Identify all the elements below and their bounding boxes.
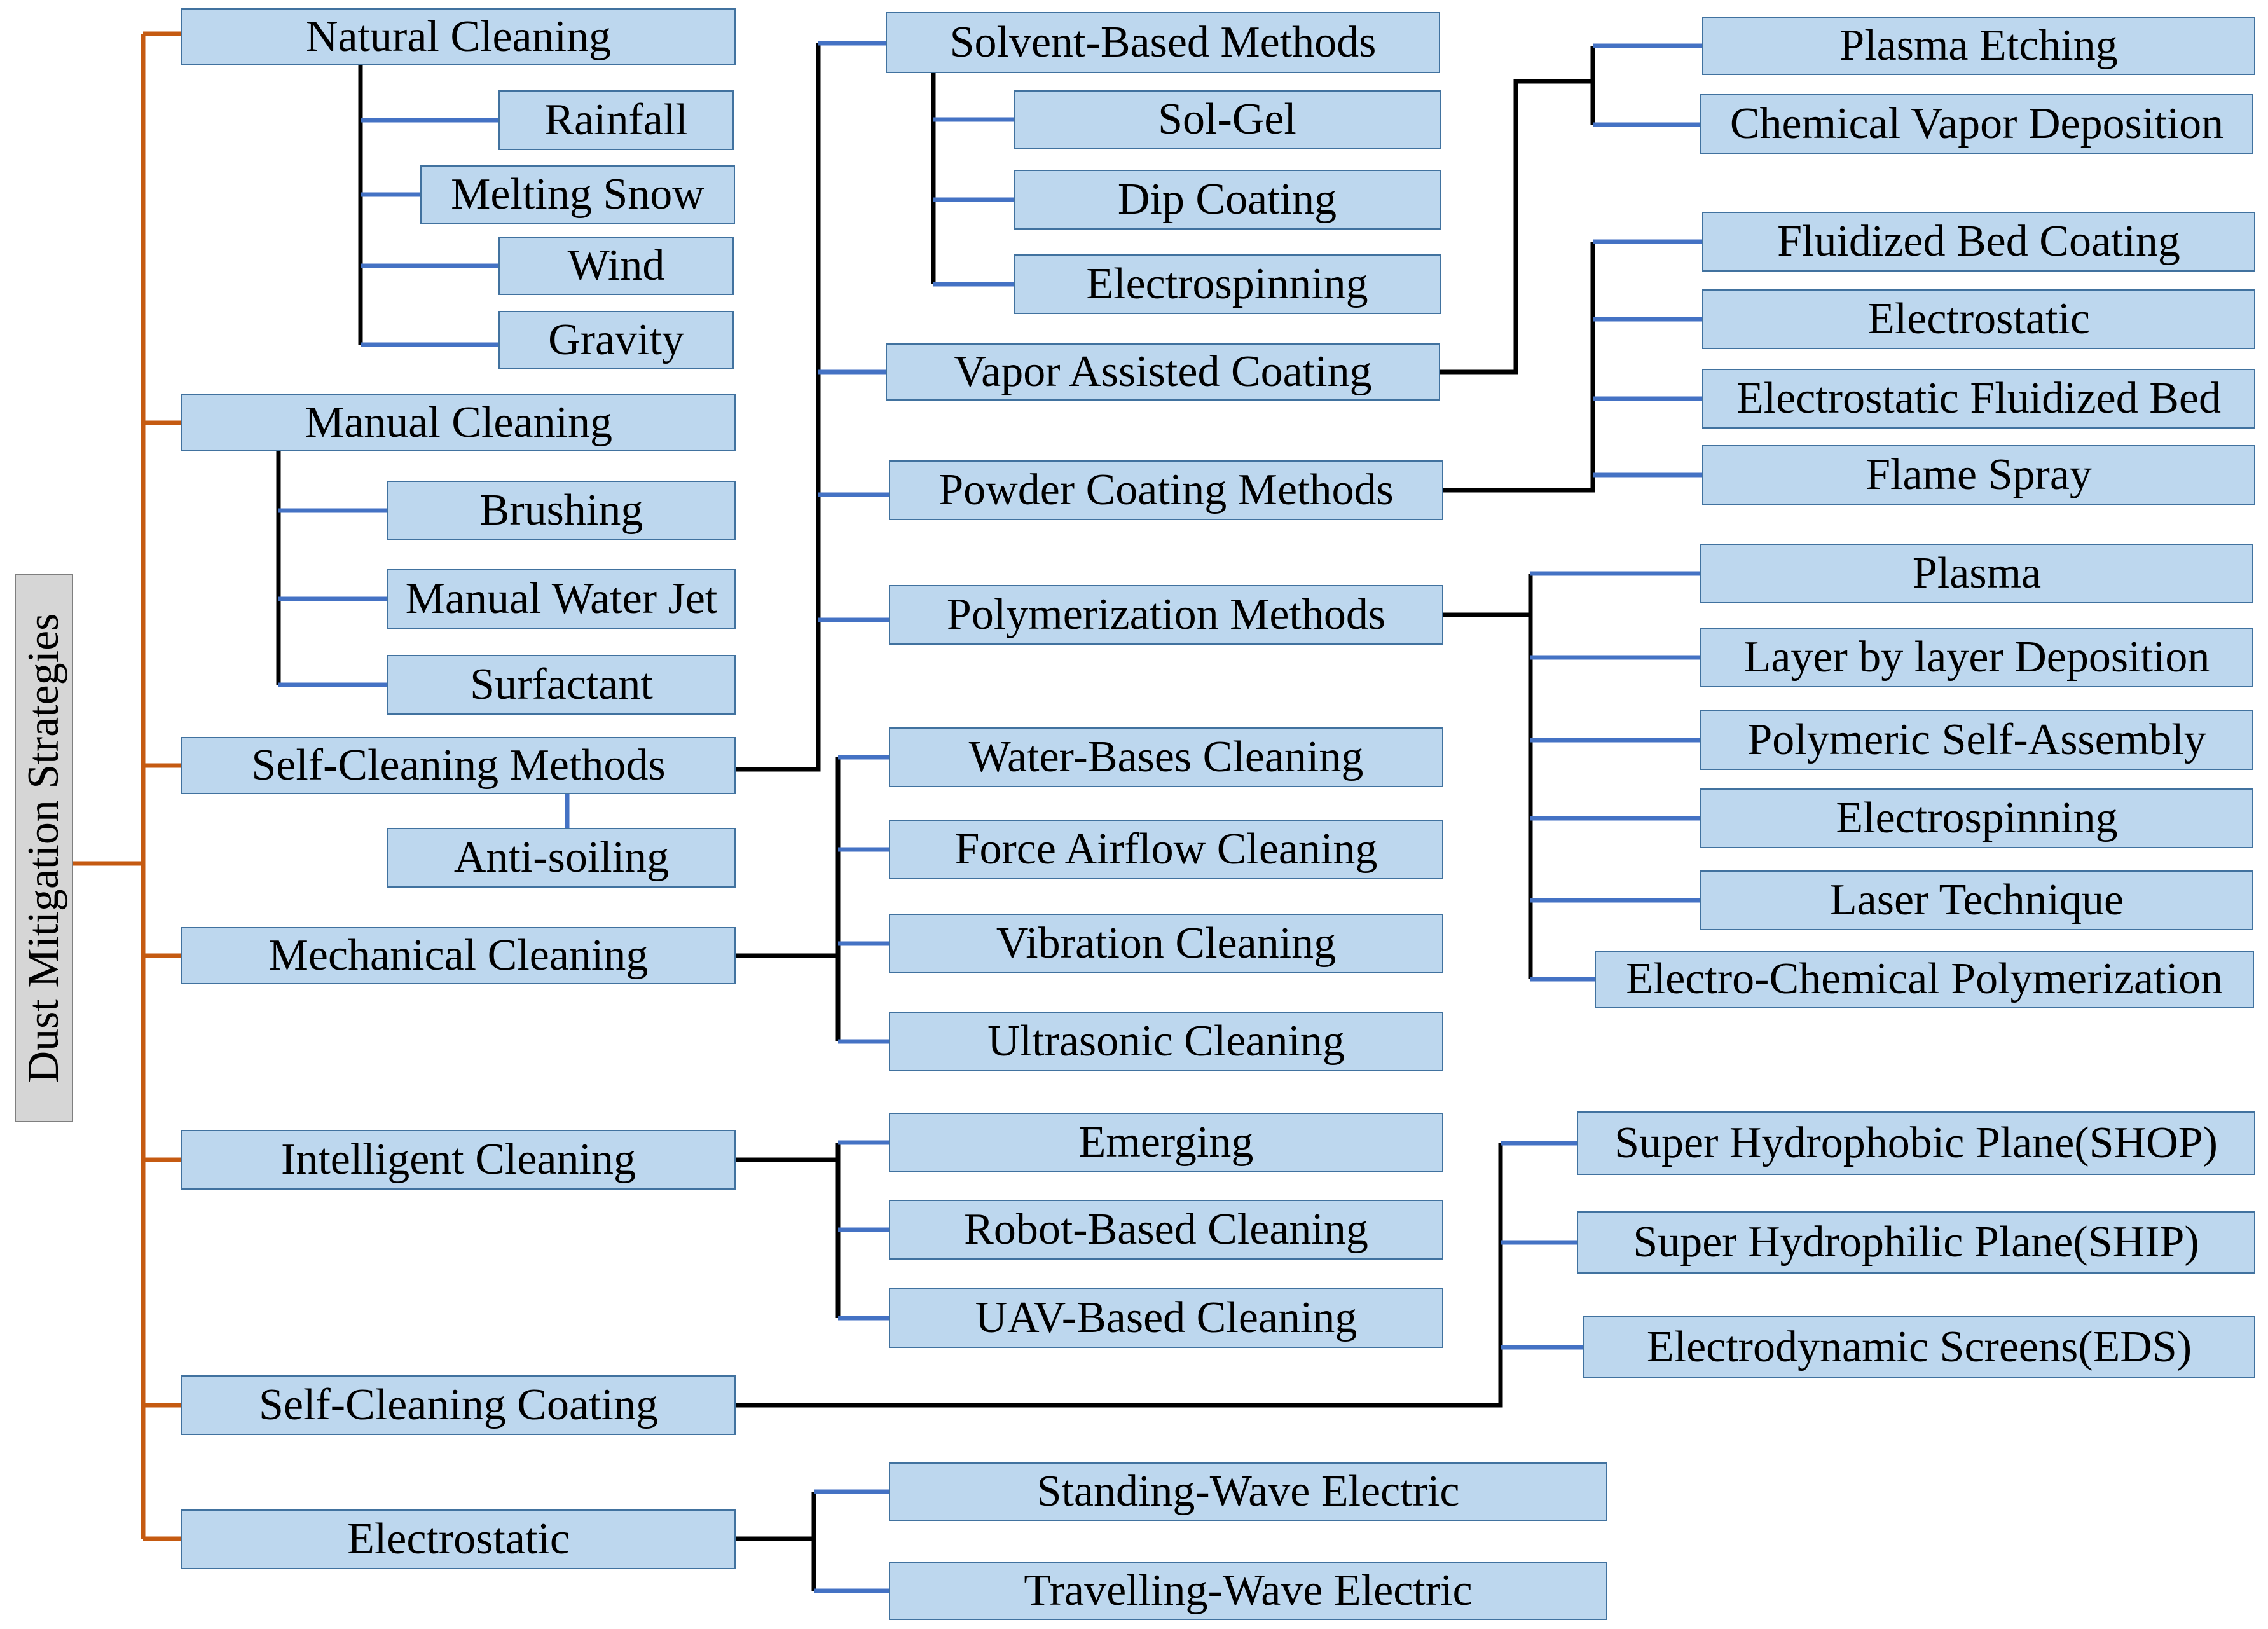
- leaf-plasma: Plasma: [1700, 544, 2253, 603]
- coating-spine: [736, 1143, 1503, 1408]
- subcategory-vapor-assisted-coating: Vapor Assisted Coating: [886, 343, 1440, 401]
- leaf-flame-spray: Flame Spray: [1702, 445, 2255, 505]
- powder-spine: [1443, 242, 1595, 493]
- leaf-super-hydrophilic-plane: Super Hydrophilic Plane(SHIP): [1577, 1211, 2255, 1274]
- leaf-electrospinning-solvent: Electrospinning: [1014, 254, 1441, 314]
- leaf-electrospinning-polymer: Electrospinning: [1700, 788, 2253, 848]
- root-node: Dust Mitigation Strategies: [15, 574, 73, 1122]
- leaf-travelling-wave-electric: Travelling-Wave Electric: [889, 1562, 1607, 1620]
- leaf-electrostatic-powder: Electrostatic: [1702, 289, 2255, 349]
- leaf-super-hydrophobic-plane: Super Hydrophobic Plane(SHOP): [1577, 1111, 2255, 1175]
- category-self-cleaning-coating: Self-Cleaning Coating: [181, 1375, 736, 1435]
- category-manual-cleaning: Manual Cleaning: [181, 394, 736, 451]
- leaf-ultrasonic-cleaning: Ultrasonic Cleaning: [889, 1012, 1443, 1071]
- category-electrostatic: Electrostatic: [181, 1509, 736, 1569]
- leaf-plasma-etching: Plasma Etching: [1702, 17, 2255, 75]
- leaf-anti-soiling: Anti-soiling: [387, 828, 736, 888]
- leaf-force-airflow-cleaning: Force Airflow Cleaning: [889, 820, 1443, 879]
- category-mechanical-cleaning: Mechanical Cleaning: [181, 927, 736, 984]
- vapor-connector: [1440, 46, 1595, 375]
- category-natural-cleaning: Natural Cleaning: [181, 8, 736, 65]
- root-label: Dust Mitigation Strategies: [19, 613, 68, 1083]
- leaf-robot-based-cleaning: Robot-Based Cleaning: [889, 1200, 1443, 1260]
- leaf-chemical-vapor-deposition: Chemical Vapor Deposition: [1700, 94, 2253, 154]
- subcategory-polymerization-methods: Polymerization Methods: [889, 585, 1443, 645]
- leaf-dip-coating: Dip Coating: [1014, 170, 1441, 230]
- leaf-layer-by-layer-deposition: Layer by layer Deposition: [1700, 628, 2253, 687]
- leaf-melting-snow: Melting Snow: [420, 165, 735, 224]
- leaf-electrodynamic-screens: Electrodynamic Screens(EDS): [1583, 1316, 2255, 1378]
- leaf-sol-gel: Sol-Gel: [1014, 90, 1441, 149]
- leaf-water-bases-cleaning: Water-Bases Cleaning: [889, 727, 1443, 787]
- leaf-polymeric-self-assembly: Polymeric Self-Assembly: [1700, 710, 2253, 770]
- selfclean-spine: [736, 43, 821, 772]
- leaf-brushing: Brushing: [387, 481, 736, 540]
- leaf-laser-technique: Laser Technique: [1700, 870, 2253, 930]
- subcategory-powder-coating-methods: Powder Coating Methods: [889, 460, 1443, 520]
- leaf-surfactant: Surfactant: [387, 655, 736, 715]
- leaf-electrostatic-fluidized-bed: Electrostatic Fluidized Bed: [1702, 369, 2255, 429]
- leaf-fluidized-bed-coating: Fluidized Bed Coating: [1702, 212, 2255, 272]
- leaf-emerging: Emerging: [889, 1113, 1443, 1172]
- subcategory-solvent-based-methods: Solvent-Based Methods: [886, 12, 1440, 73]
- leaf-uav-based-cleaning: UAV-Based Cleaning: [889, 1288, 1443, 1348]
- leaf-gravity: Gravity: [498, 311, 734, 369]
- leaf-standing-wave-electric: Standing-Wave Electric: [889, 1462, 1607, 1521]
- category-intelligent-cleaning: Intelligent Cleaning: [181, 1130, 736, 1190]
- leaf-electro-chemical-polymerization: Electro-Chemical Polymerization: [1595, 951, 2254, 1008]
- leaf-vibration-cleaning: Vibration Cleaning: [889, 914, 1443, 973]
- category-self-cleaning-methods: Self-Cleaning Methods: [181, 737, 736, 794]
- leaf-manual-water-jet: Manual Water Jet: [387, 569, 736, 629]
- leaf-wind: Wind: [498, 237, 734, 295]
- leaf-rainfall: Rainfall: [498, 90, 734, 150]
